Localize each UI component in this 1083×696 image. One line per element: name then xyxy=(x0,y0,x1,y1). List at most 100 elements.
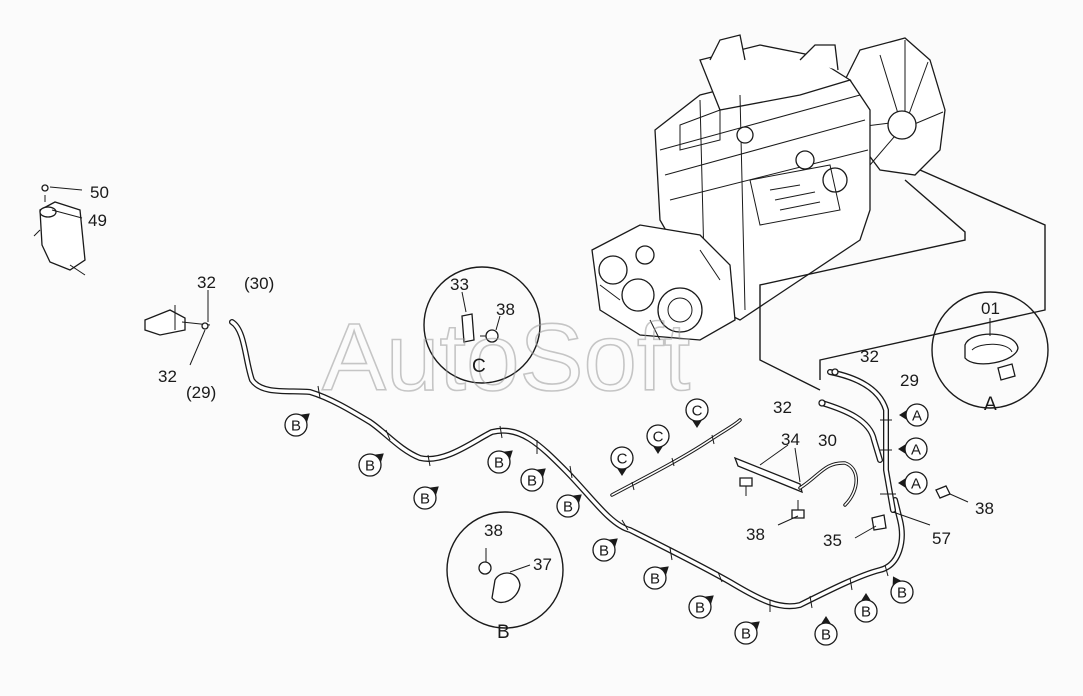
left-bracket xyxy=(144,290,211,366)
label-part-38: 38 xyxy=(975,499,994,518)
clamp-tag-letter: A xyxy=(911,476,921,493)
clamp-tag-letter: B xyxy=(291,418,301,435)
label-part-57: 57 xyxy=(932,529,951,548)
tag-circle xyxy=(904,437,928,461)
label-part-29: 29 xyxy=(900,371,919,390)
label-part-33: 33 xyxy=(450,275,469,294)
clamp-tag-b: B xyxy=(643,566,669,590)
clamp-tag-letter: C xyxy=(653,429,664,446)
watermark-text: AutoSoft xyxy=(322,304,690,411)
clamp-tag-letter: A xyxy=(912,408,922,425)
clamp-tag-b: B xyxy=(358,453,384,477)
clamp-tag-b: B xyxy=(520,468,546,492)
label-part-30: 30 xyxy=(818,431,837,450)
bolt-icon xyxy=(935,485,969,503)
tag-circle xyxy=(685,398,709,422)
clamp-tag-b: B xyxy=(854,593,878,623)
label-part-38: 38 xyxy=(484,521,503,540)
label-part-38: 38 xyxy=(496,300,515,319)
clamp-tag-b: B xyxy=(688,595,714,619)
label-part-35: 35 xyxy=(823,531,842,550)
clamp-tag-letter: B xyxy=(741,626,751,643)
flywheel-housing xyxy=(591,224,736,341)
clamp-tag-letter: B xyxy=(599,543,609,560)
label-detail-c: C xyxy=(472,356,486,377)
engine-line-route-2 xyxy=(759,179,966,391)
label-part-29-ref: (29) xyxy=(186,383,216,402)
clamp-tag-b: B xyxy=(734,621,760,645)
label-part-50: 50 xyxy=(90,183,109,202)
clamp-tag-letter: B xyxy=(494,455,504,472)
tag-circle xyxy=(854,599,878,623)
label-part-01: 01 xyxy=(981,299,1000,318)
clamp-tag-c: C xyxy=(646,424,670,454)
label-part-32: 32 xyxy=(197,273,216,292)
clamp-tag-b: B xyxy=(814,616,838,646)
tag-circle xyxy=(610,446,634,470)
pointer-icon xyxy=(652,445,664,454)
tag-circle xyxy=(592,538,616,562)
hydraulic-pipe-main xyxy=(229,319,905,612)
tag-circle xyxy=(646,424,670,448)
secondary-tube xyxy=(610,418,742,497)
detail-b xyxy=(446,511,564,629)
clamp-tag-c: C xyxy=(610,446,634,476)
tag-circle xyxy=(890,580,914,604)
bolt-icon xyxy=(791,500,805,519)
pointer-icon xyxy=(898,477,907,489)
label-part-32: 32 xyxy=(158,367,177,386)
clamp-tag-letter: B xyxy=(420,491,430,508)
clamp-tag-b: B xyxy=(556,494,582,518)
sensor-harness xyxy=(733,444,969,539)
tag-circle xyxy=(905,403,929,427)
pointer-icon xyxy=(820,616,832,625)
tag-circle xyxy=(520,468,544,492)
clamp-tag-b: B xyxy=(413,486,439,510)
pointer-icon xyxy=(860,593,872,602)
clamp-tag-letter: A xyxy=(911,442,921,459)
bolt-icon xyxy=(739,477,753,496)
pointer-icon xyxy=(616,467,628,476)
tag-circle xyxy=(358,453,382,477)
clamp-tag-a: A xyxy=(899,403,929,427)
label-part-49: 49 xyxy=(88,211,107,230)
tag-circle xyxy=(904,471,928,495)
clamp-tag-b: B xyxy=(284,413,310,437)
tag-circle xyxy=(487,450,511,474)
label-part-37: 37 xyxy=(533,555,552,574)
clamp-tag-letter: B xyxy=(695,600,705,617)
clamp-tag-letter: B xyxy=(563,499,573,516)
pointer-icon xyxy=(899,409,908,421)
tag-circle xyxy=(413,486,437,510)
part-labels: 50 49 32 (30) 32 (29) 33 38 C 01 A 32 29… xyxy=(88,183,1000,643)
label-detail-a: A xyxy=(984,394,997,415)
tag-circle xyxy=(814,622,838,646)
detail-c xyxy=(423,266,541,384)
clamp-tag-letter: B xyxy=(365,458,375,475)
pointer-icon xyxy=(898,443,907,455)
clamp-tag-letter: B xyxy=(861,604,871,621)
hydraulic-pipe-right xyxy=(818,368,931,531)
tag-circle xyxy=(284,413,308,437)
label-detail-b: B xyxy=(497,622,510,643)
tag-circle xyxy=(734,621,758,645)
label-part-30-ref: (30) xyxy=(244,274,274,293)
label-part-34: 34 xyxy=(781,430,800,449)
label-part-38: 38 xyxy=(746,525,765,544)
pointer-icon xyxy=(691,419,703,428)
label-part-32: 32 xyxy=(860,347,879,366)
clamp-tag-b: B xyxy=(592,538,618,562)
engine-line-route xyxy=(819,169,1046,380)
reservoir-assembly xyxy=(33,184,86,276)
tag-circle xyxy=(556,494,580,518)
clamp-tag-b: B xyxy=(487,450,513,474)
clamp-tag-a: A xyxy=(898,471,928,495)
detail-a xyxy=(931,291,1049,409)
clamp-tag-letter: B xyxy=(650,571,660,588)
clamp-tag-letter: C xyxy=(692,403,703,420)
clamp-tag-c: C xyxy=(685,398,709,428)
tag-circle xyxy=(688,595,712,619)
